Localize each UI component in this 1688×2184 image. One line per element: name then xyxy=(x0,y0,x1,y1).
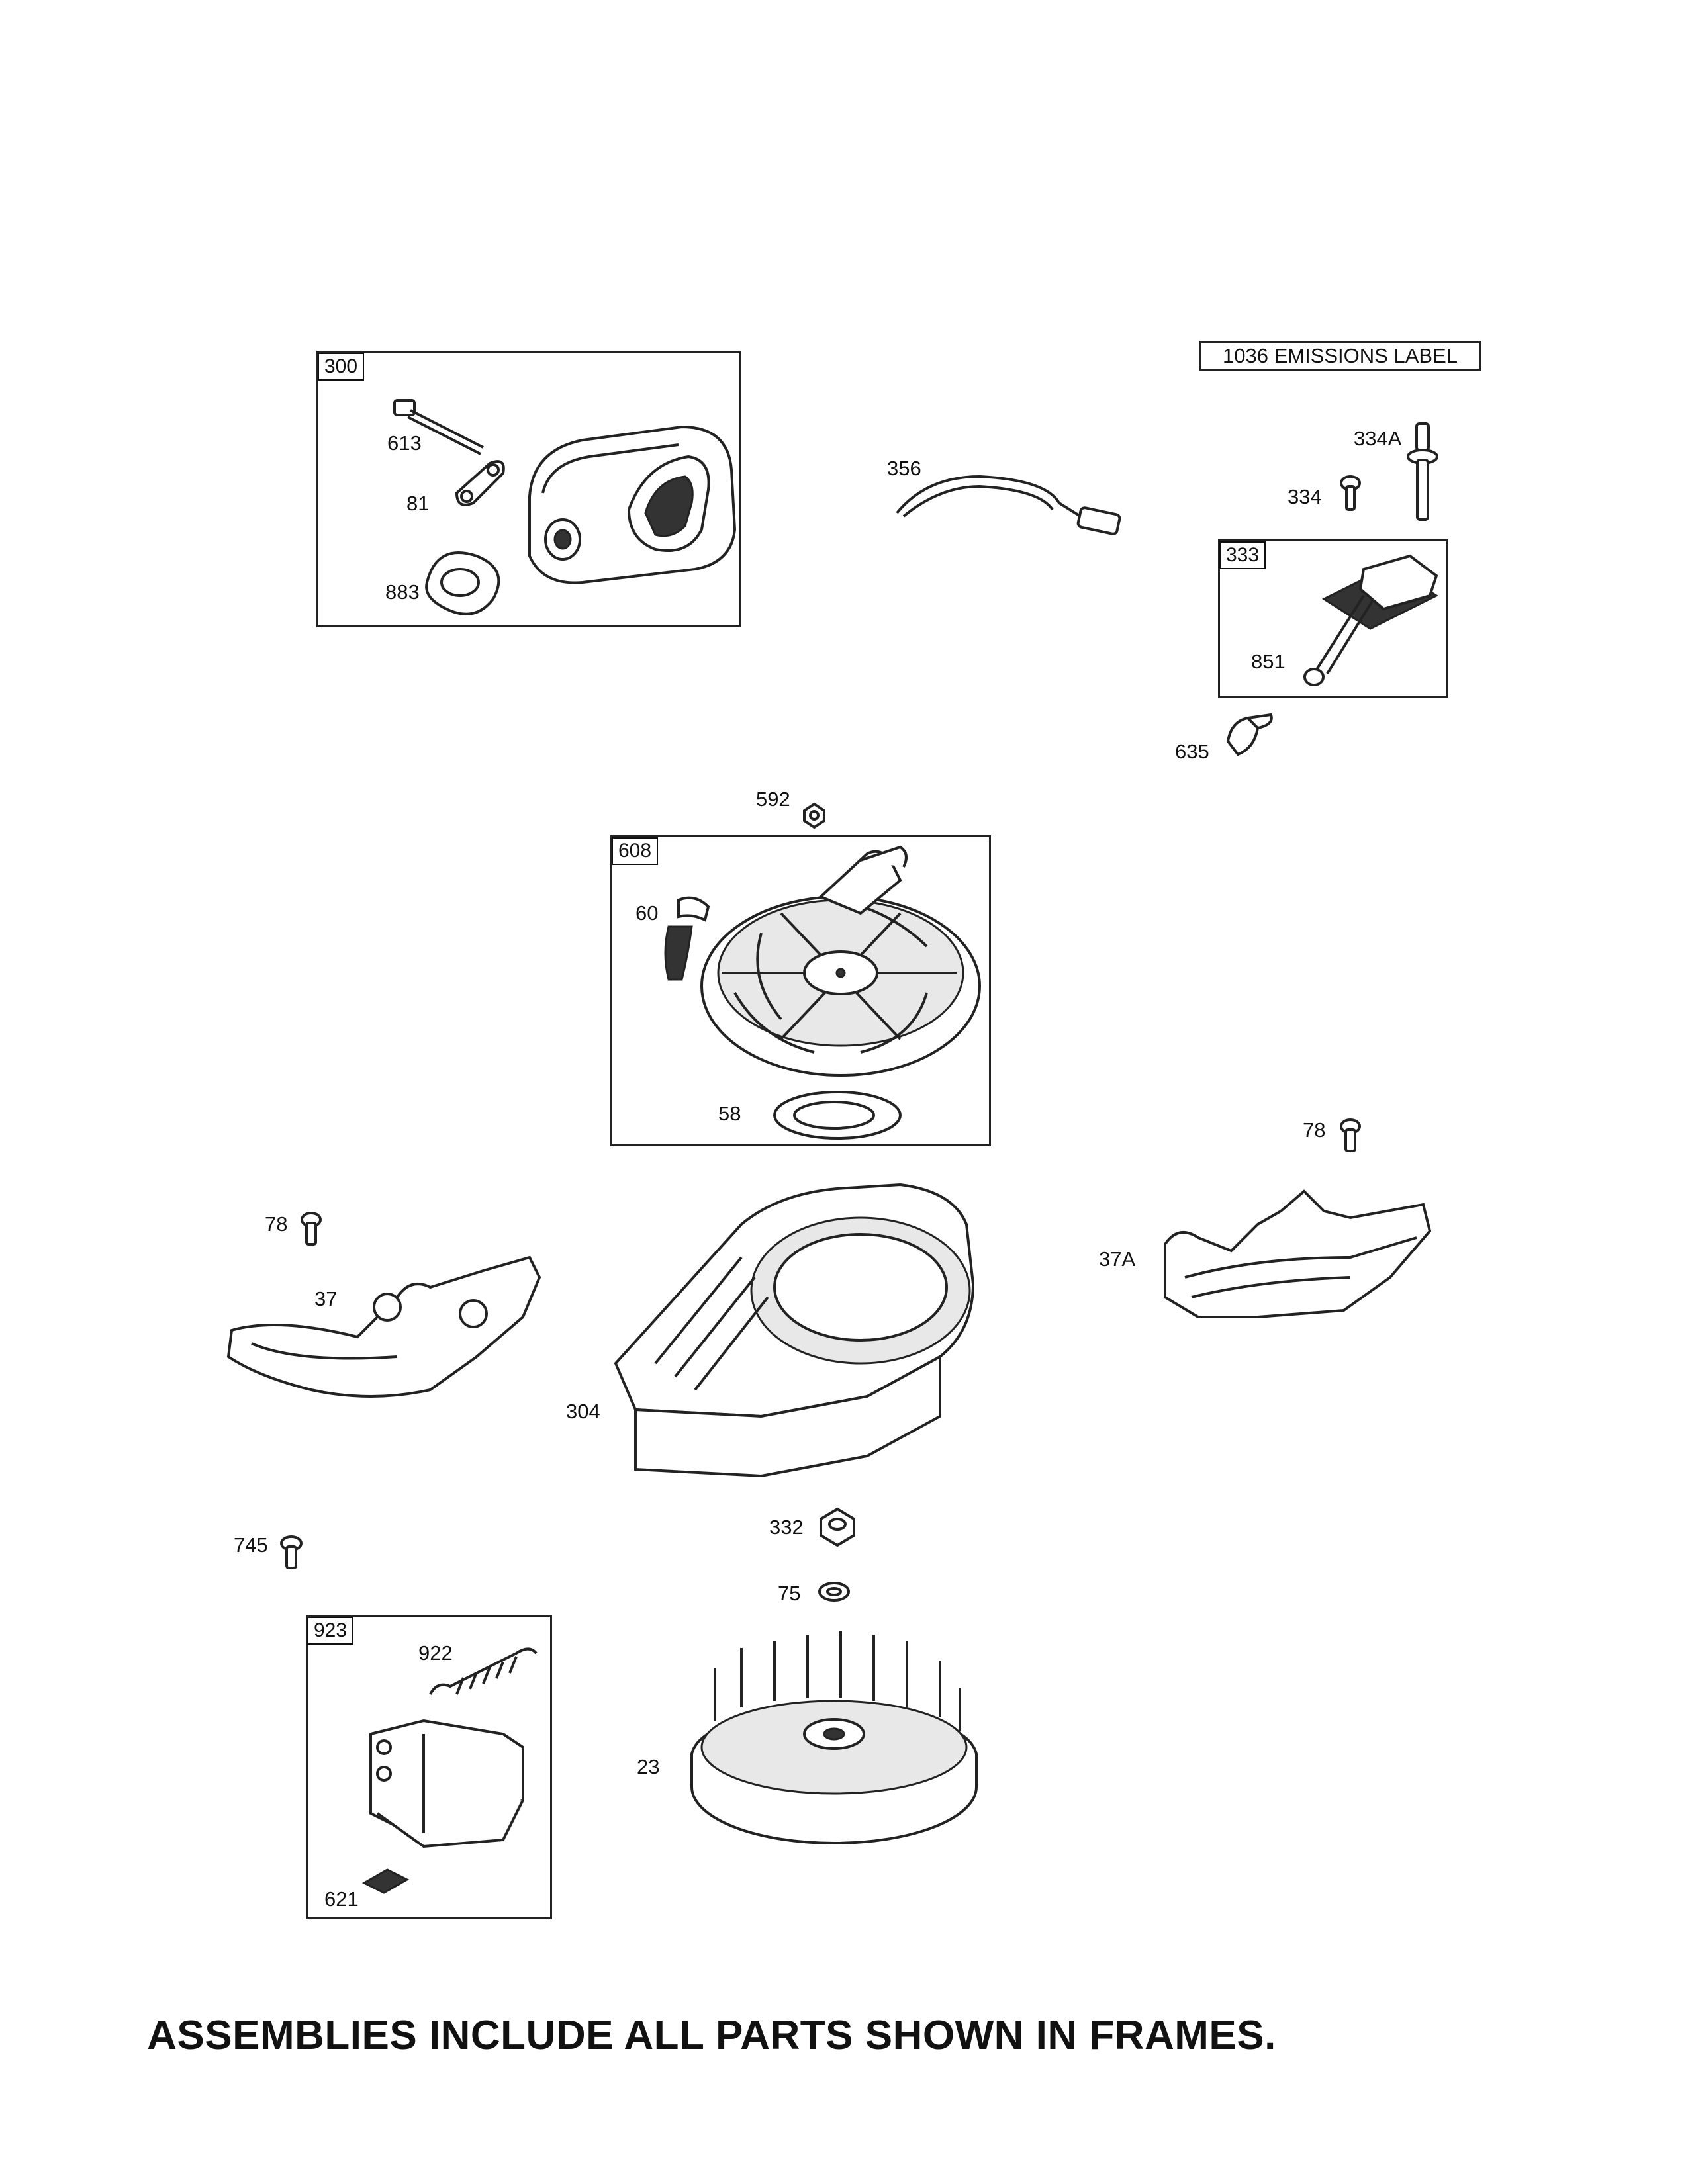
part-332-nut-drawing xyxy=(820,1507,855,1547)
part-608-starter-drawing xyxy=(700,845,981,1077)
callout-23: 23 xyxy=(637,1755,660,1778)
callout-75: 75 xyxy=(778,1582,801,1605)
callout-613: 613 xyxy=(387,432,422,455)
emissions-label-box: 1036 EMISSIONS LABEL xyxy=(1199,341,1481,371)
callout-78-right: 78 xyxy=(1303,1118,1326,1142)
callout-37A: 37A xyxy=(1099,1248,1136,1271)
part-592-nut-drawing xyxy=(803,802,825,829)
assembly-tag-608: 608 xyxy=(612,837,659,865)
assembly-tag-333: 333 xyxy=(1219,541,1266,569)
part-300-air-cleaner-drawing xyxy=(528,425,737,584)
part-60-handle-drawing xyxy=(664,896,710,981)
part-621-clip-drawing xyxy=(361,1868,410,1894)
part-78-right-bolt-drawing xyxy=(1340,1118,1361,1152)
callout-58: 58 xyxy=(718,1102,741,1125)
part-922-spring-drawing xyxy=(429,1647,538,1695)
part-334A-stud-drawing xyxy=(1407,422,1438,521)
part-333-armature-drawing xyxy=(1303,554,1439,686)
callout-356: 356 xyxy=(887,457,921,480)
assemblies-note: ASSEMBLIES INCLUDE ALL PARTS SHOWN IN FR… xyxy=(147,2013,1276,2058)
callout-745: 745 xyxy=(234,1533,268,1557)
callout-334A: 334A xyxy=(1354,427,1402,450)
callout-922: 922 xyxy=(418,1641,453,1664)
frame-923 xyxy=(306,1615,552,1919)
callout-592: 592 xyxy=(756,788,790,811)
callout-60: 60 xyxy=(635,901,659,925)
part-58-spring-drawing xyxy=(773,1091,902,1140)
frame-608 xyxy=(610,835,991,1146)
part-81-bracket-drawing xyxy=(455,460,505,506)
part-78-left-bolt-drawing xyxy=(301,1212,322,1246)
part-37A-air-guide-drawing xyxy=(1164,1189,1432,1318)
callout-78-left: 78 xyxy=(265,1212,288,1236)
part-745-bolt-drawing xyxy=(280,1535,303,1569)
callout-332: 332 xyxy=(769,1516,804,1539)
part-613-bolt-drawing xyxy=(393,399,484,455)
frame-300 xyxy=(316,351,741,627)
callout-883: 883 xyxy=(385,580,420,604)
part-23-flywheel-drawing xyxy=(690,1631,978,1844)
callout-81: 81 xyxy=(406,492,430,515)
callout-37: 37 xyxy=(314,1287,338,1310)
part-75-washer-drawing xyxy=(818,1582,850,1602)
frame-333 xyxy=(1218,539,1448,698)
callout-621: 621 xyxy=(324,1888,359,1911)
part-304-blower-housing-drawing xyxy=(614,1183,975,1478)
callout-334: 334 xyxy=(1288,485,1322,508)
assembly-tag-923: 923 xyxy=(307,1617,354,1645)
assembly-tag-300: 300 xyxy=(318,353,365,381)
callout-851: 851 xyxy=(1251,650,1286,673)
part-356-wire-drawing xyxy=(896,475,1121,535)
part-635-boot-drawing xyxy=(1226,713,1273,756)
part-334-screw-drawing xyxy=(1340,475,1361,511)
part-37-air-guide-drawing xyxy=(226,1255,541,1398)
part-883-gasket-drawing xyxy=(425,551,500,615)
part-923-bracket-drawing xyxy=(369,1719,524,1848)
callout-635: 635 xyxy=(1175,740,1209,763)
callout-304: 304 xyxy=(566,1400,600,1423)
